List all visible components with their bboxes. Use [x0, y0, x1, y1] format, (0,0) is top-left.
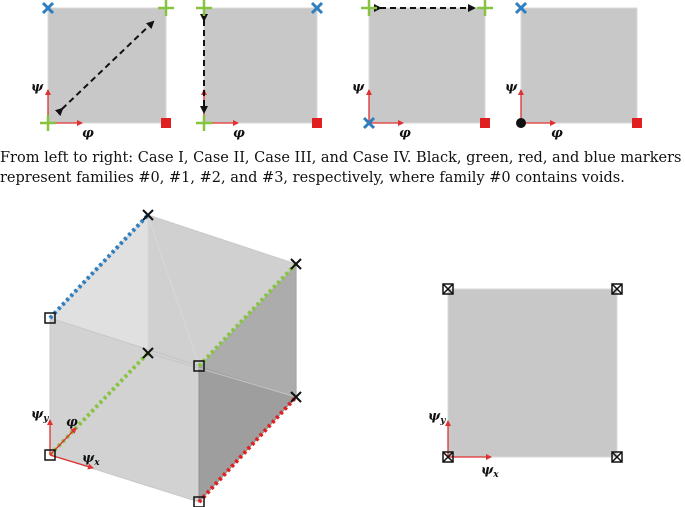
- green-plus-marker: [361, 0, 377, 16]
- boxed-cross-marker: [611, 451, 623, 463]
- black-dot-marker: [516, 118, 526, 128]
- psi-x-axis-arrow: [49, 454, 94, 470]
- blue-cross-marker: [310, 1, 324, 15]
- panel-face: [203, 7, 318, 124]
- square-marker: [193, 496, 205, 507]
- cross-marker: [290, 258, 302, 270]
- cube-back-shading: [148, 215, 296, 397]
- cross-marker: [290, 391, 302, 403]
- psi-label: ψ: [505, 80, 518, 95]
- square-marker: [44, 312, 56, 324]
- blue-cross-marker: [41, 1, 55, 15]
- blue-cross-marker: [514, 1, 528, 15]
- panel-case-2: φ: [196, 0, 324, 141]
- cube-hidden-edge: [198, 263, 297, 367]
- boxed-cross-marker: [442, 451, 454, 463]
- green-plus-marker: [196, 0, 212, 16]
- caption-line-2: represent families #0, #1, #2, and #3, r…: [0, 170, 625, 186]
- panel-case-1: ψ φ: [31, 0, 174, 141]
- cube-diagram: ψy ψx φ: [31, 209, 302, 507]
- cross-marker: [142, 209, 154, 221]
- square-diagram: ψy ψx: [428, 283, 623, 480]
- psi-label: ψ: [31, 80, 44, 95]
- psi-label: ψ: [352, 80, 365, 95]
- phi-label: φ: [551, 126, 563, 141]
- caption-line-1: From left to right: Case I, Case II, Cas…: [0, 150, 682, 166]
- cube-psi-y-label: ψy: [31, 407, 49, 424]
- green-plus-marker: [477, 0, 493, 16]
- green-plus-marker: [158, 0, 174, 16]
- green-plus-marker: [196, 115, 212, 131]
- panel-case-4: ψ φ: [505, 1, 642, 141]
- square-marker: [193, 360, 205, 372]
- cube-hidden-edge: [147, 214, 200, 367]
- phi-label: φ: [399, 126, 411, 141]
- cube-phi-label: φ: [66, 415, 78, 430]
- panel-face: [520, 7, 638, 124]
- red-square-marker: [632, 118, 642, 128]
- square-psi-y-label: ψy: [428, 409, 446, 426]
- red-square-marker: [480, 118, 490, 128]
- red-square-marker: [161, 118, 171, 128]
- blue-cross-marker: [362, 116, 376, 130]
- panel-case-3: ψ φ: [352, 0, 493, 141]
- cube-psi-x-label: ψx: [82, 451, 100, 468]
- figure-caption: From left to right: Case I, Case II, Cas…: [0, 148, 685, 188]
- boxed-cross-marker: [611, 283, 623, 295]
- cross-marker: [142, 347, 154, 359]
- square-marker: [44, 449, 56, 461]
- phi-label: φ: [233, 126, 245, 141]
- square-psi-x-label: ψx: [481, 463, 499, 480]
- boxed-cross-marker: [442, 283, 454, 295]
- red-square-marker: [312, 118, 322, 128]
- square-face: [447, 288, 618, 458]
- green-plus-marker: [40, 115, 56, 131]
- phi-label: φ: [82, 126, 94, 141]
- diagonal-double-arrow: [54, 20, 155, 117]
- panel-face: [368, 7, 486, 124]
- cube-hidden-edge: [147, 352, 297, 398]
